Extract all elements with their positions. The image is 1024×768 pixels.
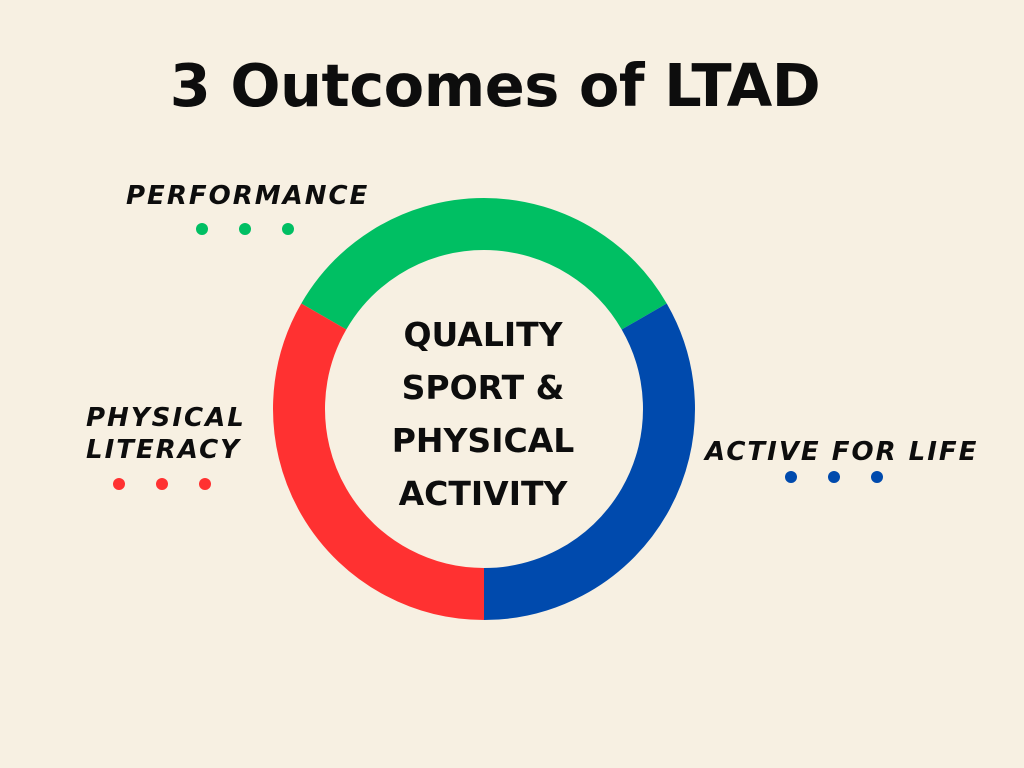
center-label-line: ACTIVITY — [398, 474, 568, 513]
dot-marker — [199, 478, 211, 490]
center-label-line: PHYSICAL — [391, 421, 575, 460]
outcome-label-active-for-life: ACTIVE FOR LIFE — [705, 437, 979, 467]
page-title: 3 Outcomes of LTAD — [169, 51, 821, 120]
dot-marker — [785, 471, 797, 483]
dot-marker — [282, 223, 294, 235]
dot-marker — [196, 223, 208, 235]
dot-marker — [156, 478, 168, 490]
dot-marker — [239, 223, 251, 235]
ring-segment-active-for-life — [483, 303, 695, 620]
dot-marker — [871, 471, 883, 483]
ring-segment-performance — [301, 198, 667, 330]
dot-marker — [113, 478, 125, 490]
dot-marker — [828, 471, 840, 483]
outcome-label-line: PHYSICAL — [86, 403, 246, 433]
outcome-label-line: LITERACY — [86, 435, 241, 465]
outcome-label-physical-literacy: PHYSICAL LITERACY — [86, 402, 246, 466]
center-label-line: SPORT & — [401, 368, 565, 407]
center-label-line: QUALITY — [403, 315, 563, 354]
outcome-label-performance: PERFORMANCE — [126, 181, 370, 211]
ring-segment-physical-literacy — [273, 303, 485, 620]
center-label: QUALITY SPORT & PHYSICAL ACTIVITY — [363, 308, 603, 520]
